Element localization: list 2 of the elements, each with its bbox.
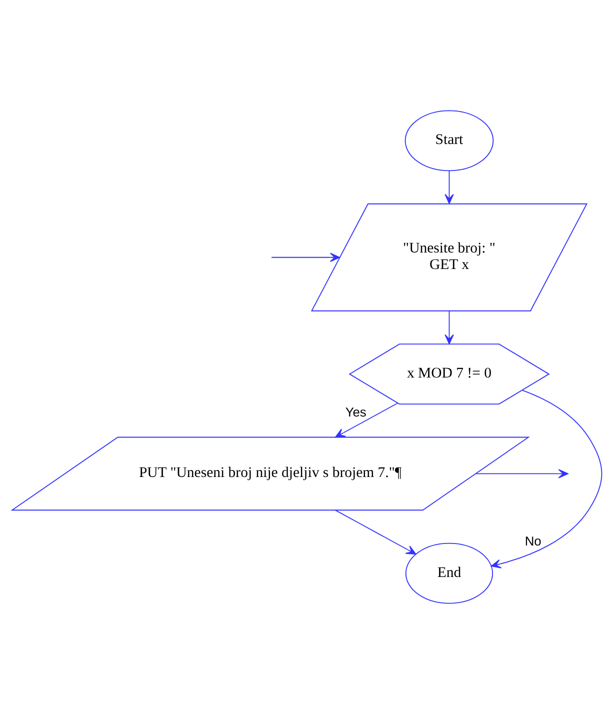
edge-label: Yes [345, 404, 366, 420]
edge-label: No [524, 533, 542, 548]
